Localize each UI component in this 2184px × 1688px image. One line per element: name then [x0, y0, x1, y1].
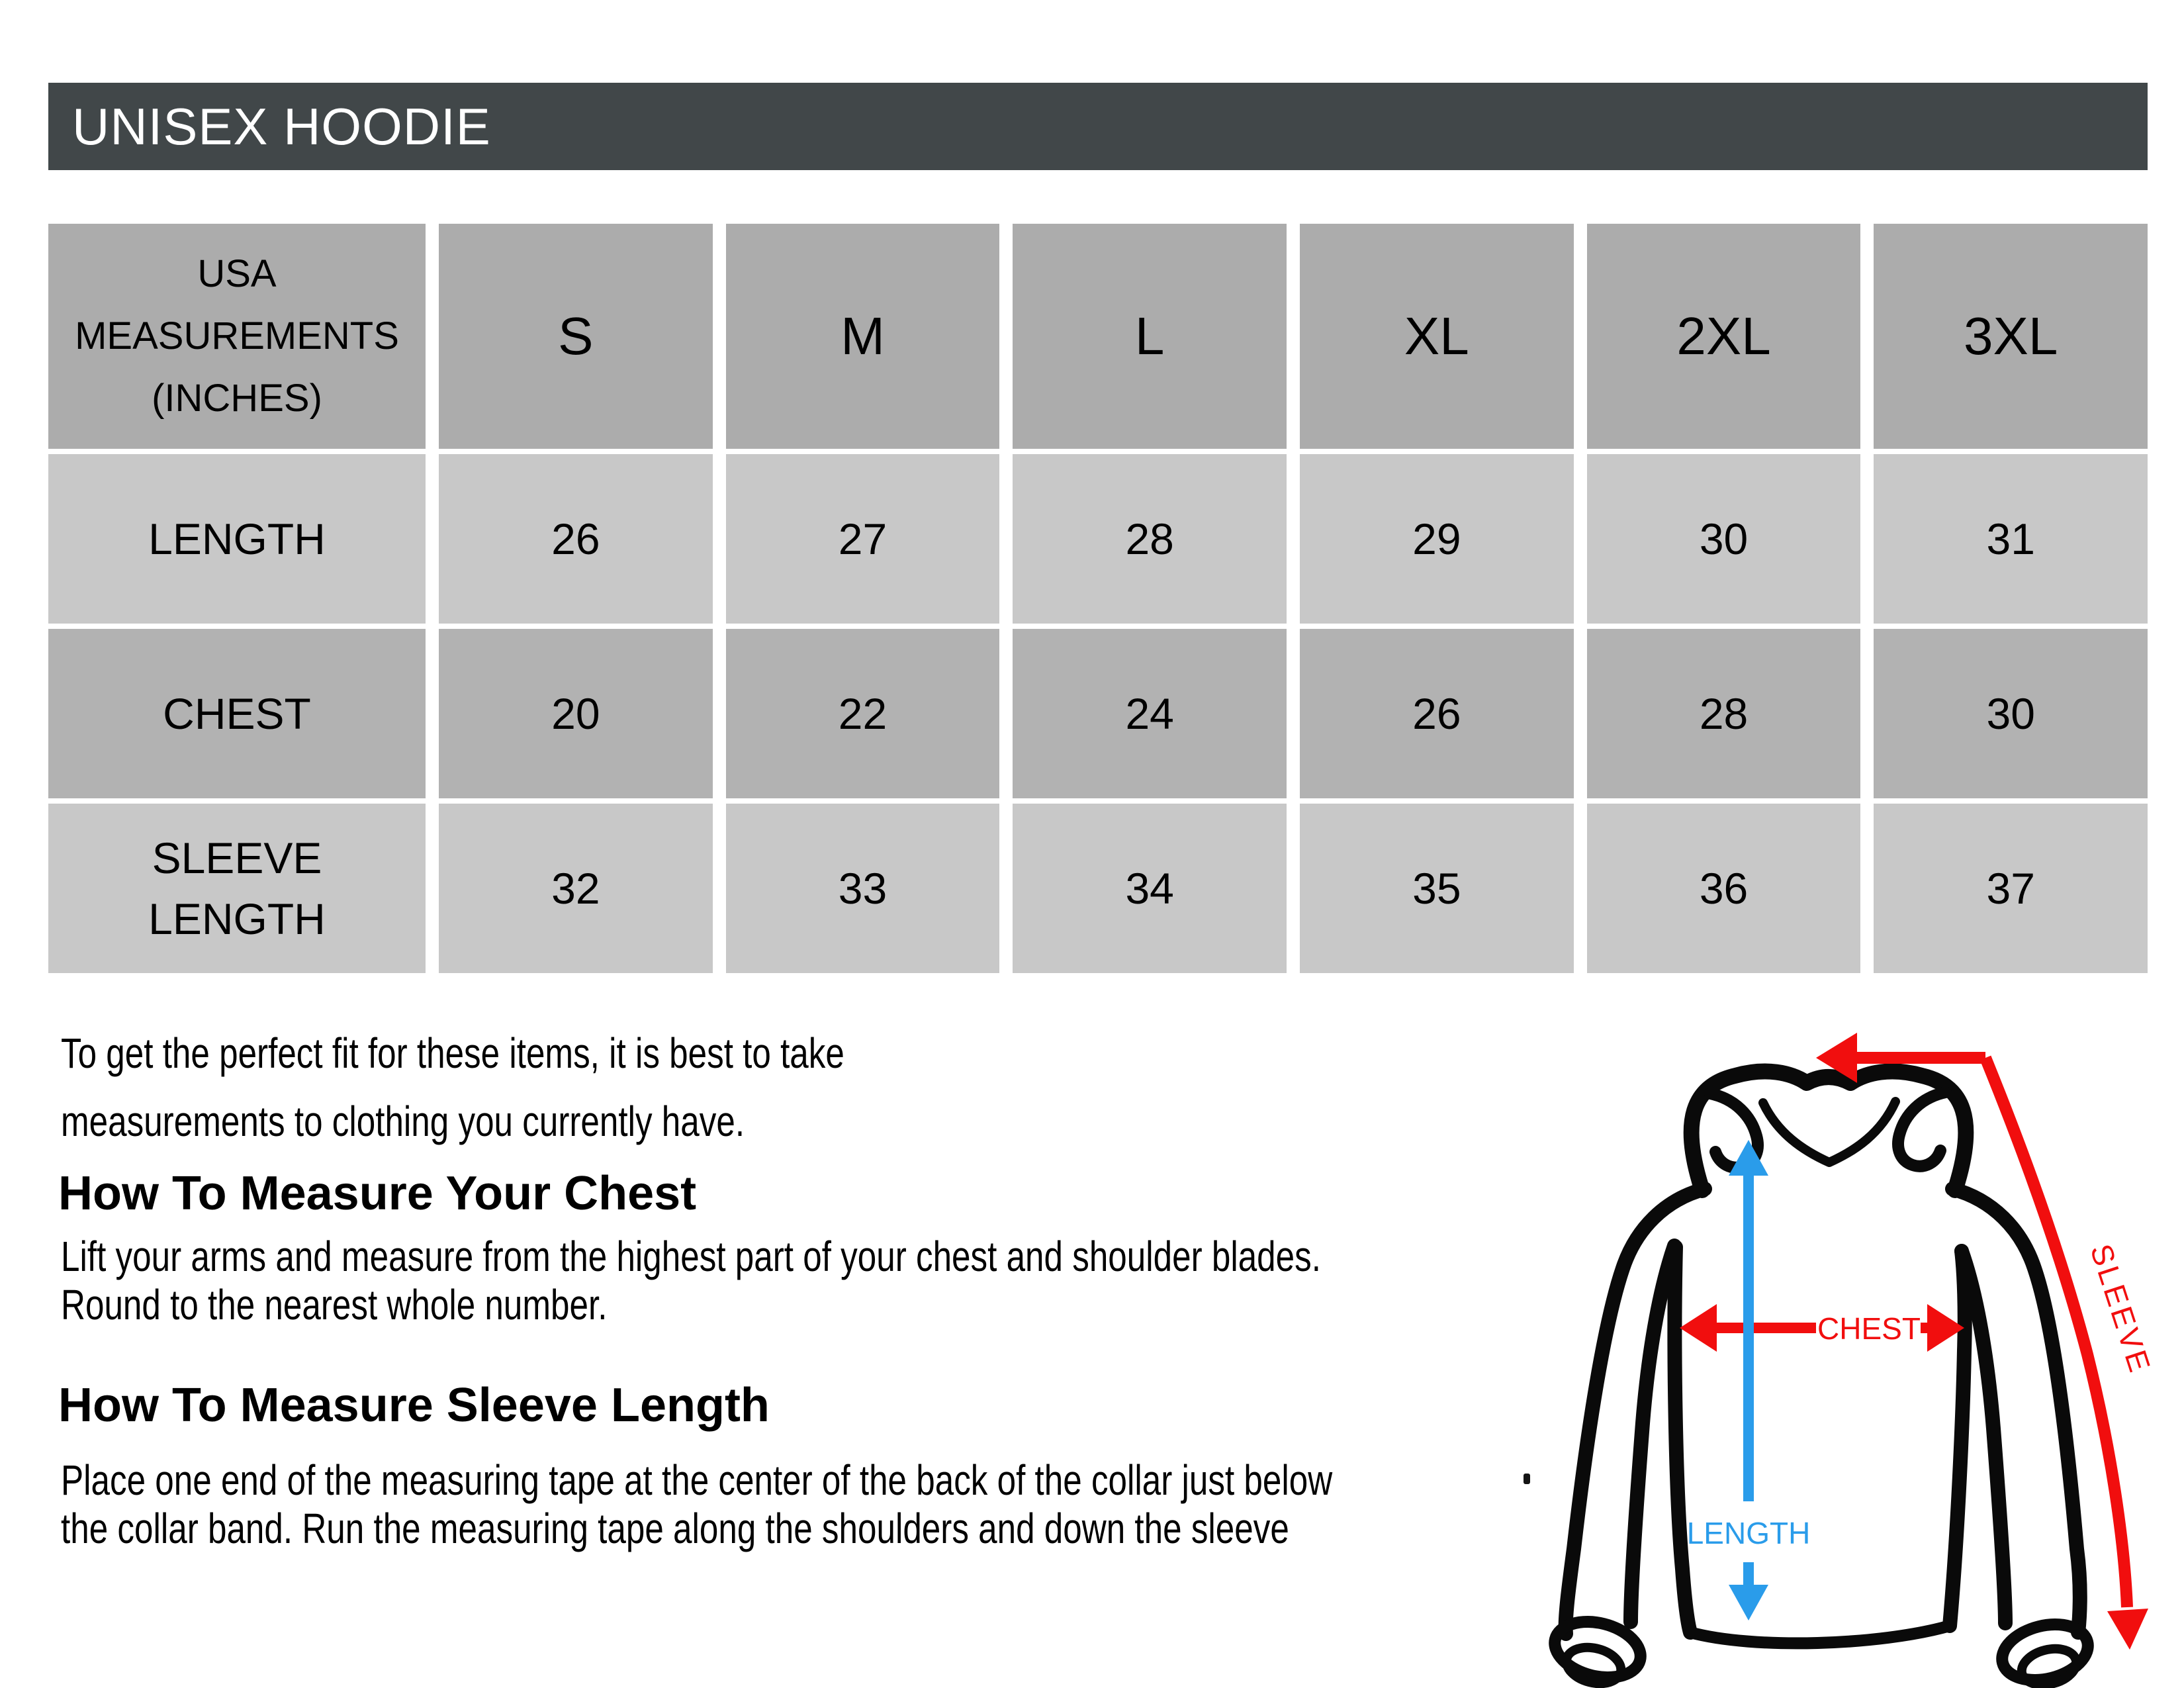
chest-arrow: CHEST [1680, 1304, 1964, 1352]
stray-dot [1524, 1474, 1530, 1484]
page-title: UNISEX HOODIE [72, 97, 491, 156]
value-cell: 30 [1586, 454, 1861, 624]
sleeve-label: SLEEVE [2083, 1240, 2158, 1378]
hem [1684, 1620, 1956, 1650]
title-bar: UNISEX HOODIE [48, 83, 2148, 170]
value-cell: 26 [1300, 629, 1574, 798]
value-cell: 34 [1013, 804, 1287, 973]
value-cell: 37 [1874, 804, 2148, 973]
paragraph-line: Lift your arms and measure from the high… [61, 1233, 1321, 1280]
chest-arrowhead-left [1680, 1304, 1717, 1352]
value-cell: 32 [439, 804, 713, 973]
right-cuff [1996, 1618, 2094, 1686]
value-cell: 31 [1874, 454, 2148, 624]
value-cell: 27 [725, 454, 1000, 624]
length-label: LENGTH [1687, 1516, 1811, 1550]
hoodie-diagram: SLEEVE CHEST LENGTH [1549, 1033, 2158, 1688]
length-arrow: LENGTH [1687, 1140, 1811, 1620]
chest-label: CHEST [1817, 1311, 1921, 1346]
row-label-cell: LENGTH [48, 454, 426, 624]
value-cell: 24 [1013, 629, 1287, 798]
left-arm-inner [1623, 1239, 1682, 1629]
heading-measure-chest: How To Measure Your Chest [58, 1167, 697, 1220]
paragraph-line: Place one end of the measuring tape at t… [61, 1456, 1333, 1504]
value-cell: 20 [439, 629, 713, 798]
left-cuff [1549, 1616, 1647, 1683]
value-cell: 36 [1586, 804, 1861, 973]
paragraph-line: Round to the nearest whole number. [61, 1281, 608, 1329]
collar-left-curl [1704, 1088, 1764, 1174]
sleeve-arrow-diagonal [1979, 1055, 2133, 1608]
left-arm-outer [1558, 1182, 1712, 1641]
heading-measure-sleeve: How To Measure Sleeve Length [58, 1379, 770, 1432]
value-cell: 35 [1300, 804, 1574, 973]
length-arrowhead-bottom [1729, 1585, 1768, 1620]
torso-left [1667, 1240, 1698, 1640]
sleeve-arrowhead-left [1816, 1033, 1857, 1083]
value-cell: 22 [725, 629, 1000, 798]
collar-right-curl [1892, 1086, 1952, 1172]
paragraph-line: the collar band. Run the measuring tape … [61, 1505, 1289, 1552]
paragraph-measure-sleeve: Place one end of the measuring tape at t… [61, 1456, 1651, 1553]
size-header-cell: 3XL [1874, 224, 2148, 449]
size-header-cell: L [1013, 224, 1287, 449]
torso-right [1942, 1244, 1972, 1633]
value-cell: 29 [1300, 454, 1574, 624]
value-cell: 28 [1013, 454, 1287, 624]
v-neck [1758, 1097, 1900, 1167]
chest-arrowhead-right [1927, 1304, 1964, 1352]
paragraph-measure-chest: Lift your arms and measure from the high… [61, 1233, 1636, 1329]
right-cuff-end [2017, 1644, 2081, 1688]
intro-line: To get the perfect fit for these items, … [61, 1029, 844, 1077]
size-header-cell: XL [1300, 224, 1574, 449]
size-header-cell: S [439, 224, 713, 449]
right-arm-inner [1954, 1244, 2013, 1630]
length-arrowhead-top [1729, 1140, 1768, 1176]
value-cell: 33 [725, 804, 1000, 973]
value-cell: 30 [1874, 629, 2148, 798]
value-cell: 28 [1586, 629, 1861, 798]
right-arm-outer [1945, 1182, 2087, 1640]
sleeve-arrowhead-bottom [2107, 1609, 2148, 1650]
intro-line: measurements to clothing you currently h… [61, 1098, 745, 1145]
row-label-cell: CHEST [48, 629, 426, 798]
intro-note: To get the perfect fit for these items, … [61, 1019, 1040, 1156]
size-header-cell: 2XL [1586, 224, 1861, 449]
value-cell: 26 [439, 454, 713, 624]
left-cuff-end [1561, 1642, 1626, 1688]
hoodie-outline [1549, 1063, 2094, 1688]
size-header-cell: M [725, 224, 1000, 449]
